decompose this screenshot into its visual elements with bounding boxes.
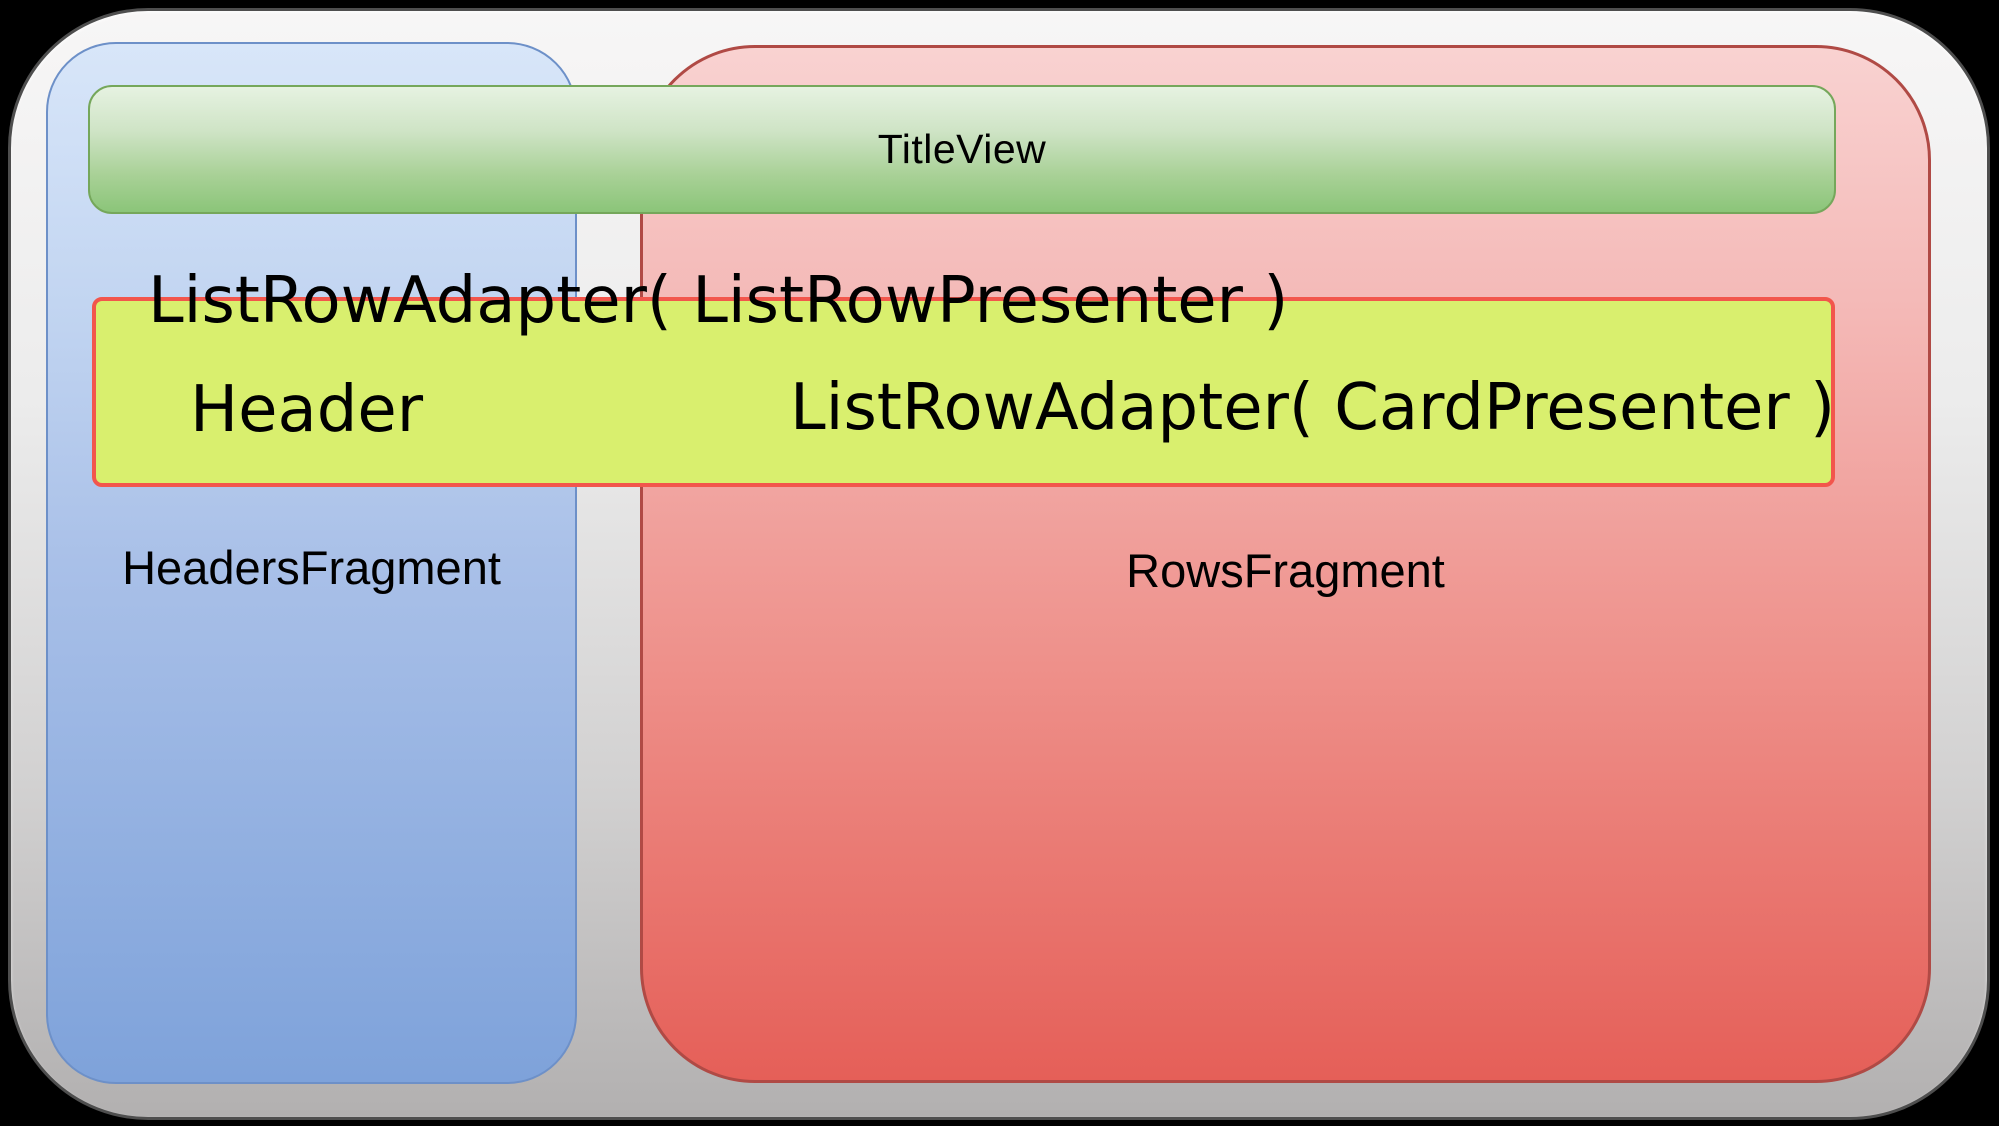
list-row-adapter-presenter-label: ListRowAdapter( ListRowPresenter ): [148, 264, 1289, 338]
headers-fragment-label: HeadersFragment: [122, 541, 501, 594]
rows-fragment-label: RowsFragment: [1126, 544, 1445, 597]
title-view-label: TitleView: [877, 126, 1047, 172]
headers-fragment-box: [46, 42, 577, 1084]
rows-fragment-box: [640, 45, 1931, 1083]
list-row-adapter-card-label: ListRowAdapter( CardPresenter ): [790, 371, 1836, 445]
list-row-box: [92, 297, 1835, 487]
title-view-bar: TitleView: [88, 85, 1836, 214]
header-label: Header: [190, 373, 424, 447]
